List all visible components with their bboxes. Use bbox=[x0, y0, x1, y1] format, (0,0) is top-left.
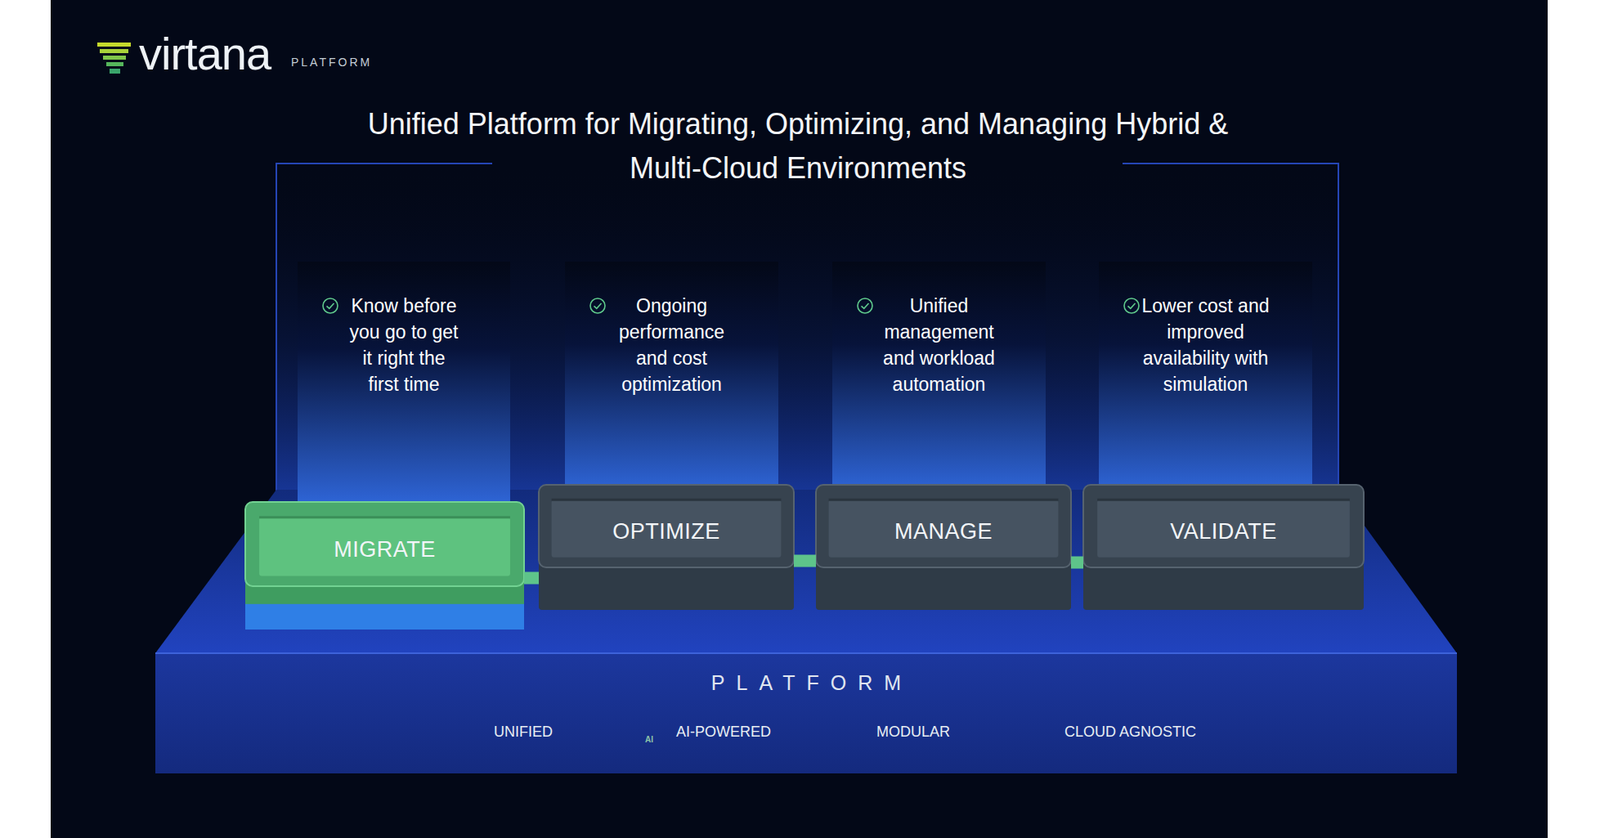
plate-tray bbox=[245, 501, 525, 587]
label-text: virtana bbox=[138, 27, 271, 81]
module-plate: OPTIMIZE bbox=[538, 484, 794, 610]
plate-tray bbox=[815, 484, 1072, 568]
plate-text: MANAGE bbox=[815, 517, 1072, 546]
check-circle bbox=[1124, 298, 1139, 314]
check-mark bbox=[594, 303, 602, 309]
label-text: PLATFORM bbox=[291, 54, 372, 70]
module-plate-shape bbox=[1083, 484, 1364, 610]
check-icon bbox=[587, 295, 608, 316]
module-plate-shape bbox=[815, 484, 1072, 610]
plate-inset-shadow bbox=[1097, 498, 1350, 502]
plate-inset-shadow bbox=[551, 498, 782, 502]
module-plate: VALIDATE bbox=[1083, 484, 1364, 610]
label-text: CLOUD AGNOSTIC bbox=[1064, 722, 1197, 741]
panel-text: Lower cost and improved availability wit… bbox=[1140, 292, 1272, 398]
module-plate-shape bbox=[245, 501, 525, 630]
panel-text: Ongoing performance and cost optimizatio… bbox=[610, 292, 734, 398]
description-panel: Lower cost and improved availability wit… bbox=[1098, 261, 1313, 498]
plate-blue-band bbox=[245, 601, 525, 630]
module-plate-shape bbox=[538, 484, 794, 610]
description-panel: Unified management and workload automati… bbox=[832, 261, 1046, 498]
plate-text: OPTIMIZE bbox=[538, 517, 794, 546]
platform-base: PLATFORM MIGRATE OPTIMIZE MANAGE VALIDATE bbox=[155, 489, 1457, 774]
connector-bar bbox=[524, 572, 539, 585]
check-circle bbox=[322, 298, 338, 314]
plate-text: MIGRATE bbox=[245, 535, 525, 564]
diagram-title: Unified Platform for Migrating, Optimizi… bbox=[352, 102, 1244, 191]
label-text: AI-POWERED bbox=[676, 722, 771, 741]
base-front-face bbox=[155, 653, 1457, 774]
base-text: PLATFORM bbox=[155, 670, 1457, 695]
base-top-surface bbox=[155, 489, 1457, 654]
label-text: MODULAR bbox=[876, 722, 951, 741]
dark-backdrop bbox=[50, 0, 1548, 838]
plate-text: VALIDATE bbox=[1083, 517, 1364, 546]
check-circle bbox=[590, 298, 606, 314]
check-circle bbox=[857, 298, 873, 314]
plate-tray bbox=[538, 484, 794, 568]
plate-inset-shadow bbox=[829, 498, 1059, 502]
plate-tray bbox=[1083, 484, 1364, 568]
logo-icon bbox=[97, 42, 131, 74]
connector-bar bbox=[793, 555, 816, 568]
check-mark bbox=[327, 303, 335, 309]
module-plate: MIGRATE bbox=[245, 501, 525, 630]
panel-text: Know before you go to get it right the f… bbox=[345, 292, 462, 398]
check-icon bbox=[1121, 295, 1142, 316]
module-plate: MANAGE bbox=[815, 484, 1072, 610]
description-panel: Ongoing performance and cost optimizatio… bbox=[564, 261, 779, 498]
connector-bar bbox=[1071, 556, 1084, 570]
plate-inset-shadow bbox=[259, 515, 511, 519]
base-edge bbox=[155, 652, 1457, 655]
label-text: UNIFIED bbox=[493, 722, 553, 741]
check-mark bbox=[861, 303, 870, 309]
check-icon bbox=[855, 295, 875, 316]
label-text: AI bbox=[642, 734, 656, 746]
check-icon bbox=[320, 295, 341, 316]
check-mark bbox=[1128, 303, 1136, 309]
panel-text: Unified management and workload automati… bbox=[879, 292, 1000, 398]
description-panel: Know before you go to get it right the f… bbox=[297, 261, 511, 511]
